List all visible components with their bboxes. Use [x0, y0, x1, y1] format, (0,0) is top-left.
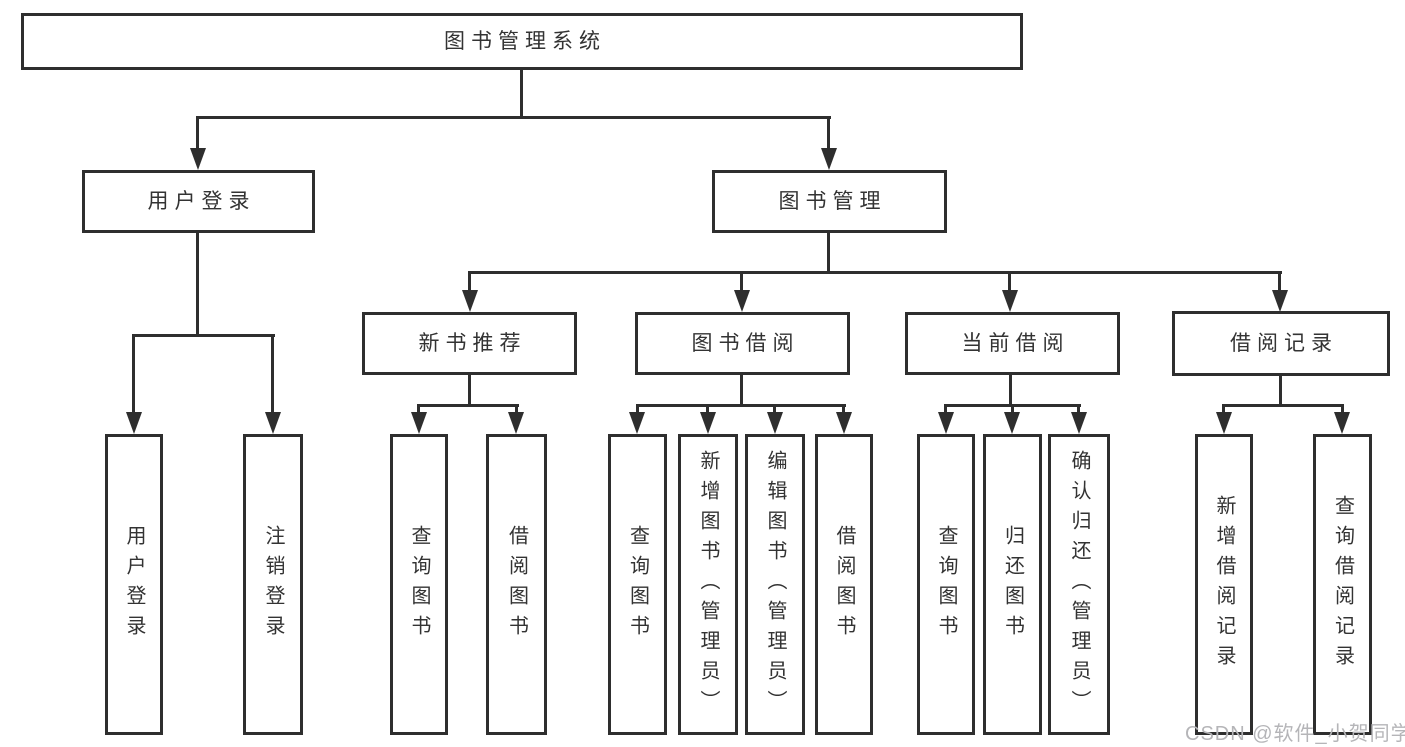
connector-stem: [706, 404, 709, 416]
leaf-borrow-books-borrow: 借阅图书: [815, 434, 873, 735]
connector-stem: [1341, 404, 1344, 416]
leaf-borrow-books-recommend: 借阅图书: [486, 434, 547, 735]
arrowhead: [1216, 412, 1232, 434]
connector-stem: [773, 404, 776, 416]
connector-bookmgmt-drop: [827, 233, 830, 273]
arrowhead: [508, 412, 524, 434]
arrowhead: [700, 412, 716, 434]
arrowhead: [1004, 412, 1020, 434]
connector-borrowing-drop: [740, 375, 743, 406]
arrowhead: [462, 290, 478, 312]
connector-root-branch: [196, 116, 831, 119]
leaf-user-login: 用户登录: [105, 434, 163, 735]
arrowhead: [1272, 290, 1288, 312]
arrowhead: [1002, 290, 1018, 312]
connector-stem: [1008, 271, 1011, 295]
node-new-book-recommendation: 新书推荐: [362, 312, 577, 375]
connector-stem: [1222, 404, 1225, 416]
connector-stem: [1278, 271, 1281, 295]
leaf-add-book-admin: 新增图书（管理员）: [678, 434, 738, 735]
connector-recommend-drop: [468, 375, 471, 406]
arrowhead: [126, 412, 142, 434]
connector-stem: [271, 334, 274, 416]
leaf-query-books-recommend: 查询图书: [390, 434, 448, 735]
arrowhead: [821, 148, 837, 170]
leaf-confirm-return-admin: 确认归还（管理员）: [1048, 434, 1110, 735]
connector-root-drop: [520, 68, 523, 119]
connector-borrowing-branch: [636, 404, 846, 407]
connector-stem: [636, 404, 639, 416]
connector-stem: [515, 404, 518, 416]
node-library-system: 图书管理系统: [21, 13, 1023, 70]
node-book-management: 图书管理: [712, 170, 947, 233]
leaf-add-borrow-record: 新增借阅记录: [1195, 434, 1253, 735]
connector-stem: [468, 271, 471, 295]
connector-stem: [1011, 404, 1014, 416]
node-user-login: 用户登录: [82, 170, 315, 233]
connector-stem: [740, 271, 743, 295]
connector-stem: [944, 404, 947, 416]
connector-records-drop: [1279, 376, 1282, 406]
leaf-query-books-current: 查询图书: [917, 434, 975, 735]
connector-stem: [827, 116, 830, 152]
connector-records-branch: [1222, 404, 1344, 407]
leaf-query-borrow-record: 查询借阅记录: [1313, 434, 1372, 735]
node-borrowing-records: 借阅记录: [1172, 311, 1390, 376]
connector-stem: [842, 404, 845, 416]
connector-stem: [417, 404, 420, 416]
arrowhead: [265, 412, 281, 434]
connector-stem: [132, 334, 135, 416]
arrowhead: [1334, 412, 1350, 434]
connector-stem: [196, 116, 199, 152]
arrowhead: [411, 412, 427, 434]
node-book-borrowing: 图书借阅: [635, 312, 850, 375]
arrowhead: [1071, 412, 1087, 434]
leaf-logout: 注销登录: [243, 434, 303, 735]
arrowhead: [767, 412, 783, 434]
leaf-edit-book-admin: 编辑图书（管理员）: [745, 434, 805, 735]
leaf-query-books-borrow: 查询图书: [608, 434, 667, 735]
arrowhead: [938, 412, 954, 434]
csdn-watermark: CSDN @软件_小贺同学: [1185, 723, 1405, 745]
connector-stem: [1077, 404, 1080, 416]
connector-current-drop: [1009, 375, 1012, 406]
arrowhead: [629, 412, 645, 434]
connector-bookmgmt-branch: [468, 271, 1282, 274]
leaf-return-books: 归还图书: [983, 434, 1042, 735]
connector-userlogin-branch: [132, 334, 275, 337]
arrowhead: [836, 412, 852, 434]
connector-userlogin-drop: [196, 233, 199, 336]
connector-recommend-branch: [417, 404, 519, 407]
node-current-borrowing: 当前借阅: [905, 312, 1120, 375]
arrowhead: [734, 290, 750, 312]
arrowhead: [190, 148, 206, 170]
